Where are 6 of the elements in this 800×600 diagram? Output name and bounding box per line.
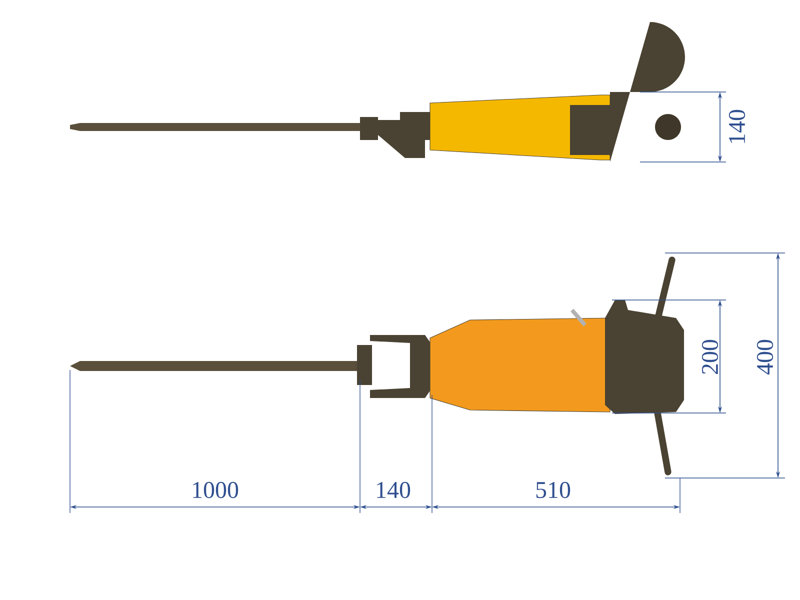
dimension-label: 140 (728, 110, 746, 143)
dimension-label: 400 (756, 340, 774, 375)
dimension-label: 510 (536, 482, 570, 498)
dimension-label: 1000 (193, 482, 238, 498)
dimension-label: 200 (702, 340, 718, 374)
dimension-label: 140 (377, 482, 410, 498)
